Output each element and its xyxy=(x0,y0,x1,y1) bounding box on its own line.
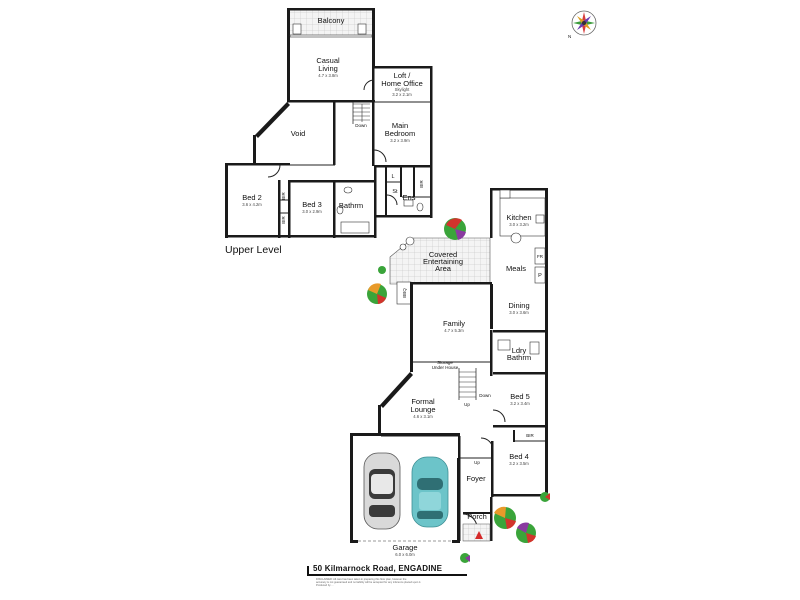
fixture-label-l: L xyxy=(391,174,394,180)
fixture-label-bbq: BBQ xyxy=(402,288,407,298)
stair-label-down: Down xyxy=(479,393,491,398)
fixture-label-bir: BIR xyxy=(281,216,286,224)
room-dims-family: 4.7 x 5.3m xyxy=(444,328,464,333)
upper-level-plan xyxy=(225,8,433,238)
plant-icon xyxy=(399,236,415,251)
fixture-label-bir: BIR xyxy=(526,433,534,438)
room-label-bed5: Bed 5 xyxy=(510,392,530,401)
room-dims-bed4: 3.2 x 3.5m xyxy=(509,461,529,466)
room-label-porch: Porch xyxy=(467,512,487,521)
fixture-label-bir: BIR xyxy=(419,180,424,188)
room-label-kitchen: Kitchen xyxy=(506,213,531,222)
car-teal-icon xyxy=(411,456,449,528)
room-dims-bed2: 3.6 x 4.2m xyxy=(242,202,262,207)
disclaimer-line: DISCLAIMER: All care has been taken in p… xyxy=(316,578,407,581)
tree-icon xyxy=(444,218,466,240)
stair-label-up: Up xyxy=(474,460,480,465)
plant-icon xyxy=(540,492,550,502)
room-dims-formal-lounge: 4.6 x 3.1m xyxy=(413,414,433,419)
room-dims-bed5: 3.2 x 3.4m xyxy=(510,401,530,406)
room-label-storage: Storage xyxy=(437,360,453,365)
stair-label-down: Down xyxy=(355,123,367,128)
room-label-loft-2: Home Office xyxy=(381,79,423,88)
tree-icon xyxy=(494,506,516,529)
room-label-garage: Garage xyxy=(392,543,417,552)
room-label-bed4: Bed 4 xyxy=(509,452,529,461)
room-label-foyer: Foyer xyxy=(466,474,486,483)
plant-icon xyxy=(378,266,386,274)
entry-marker-icon xyxy=(475,531,483,539)
svg-text:N: N xyxy=(568,34,571,39)
plant-icon xyxy=(460,553,470,563)
room-note-loft: Skylight xyxy=(395,87,410,92)
room-label-ldry-2: Bathrm xyxy=(507,353,531,362)
room-label-casual-living-2: Living xyxy=(318,64,338,73)
room-label-main-bedroom: Main xyxy=(392,121,408,130)
disclaimer-text: DISCLAIMER: All care has been taken in p… xyxy=(316,578,466,588)
room-label-family: Family xyxy=(443,319,465,328)
room-label-bed2: Bed 2 xyxy=(242,193,262,202)
room-label-formal-lounge: Formal xyxy=(411,397,435,406)
room-label-covered-entertaining-2: Entertaining xyxy=(423,257,463,266)
fixture-label-fr: FR xyxy=(537,254,544,259)
room-dims-main-bedroom: 3.2 x 3.9m xyxy=(390,138,410,143)
tree-icon xyxy=(367,283,387,304)
room-label-bed3: Bed 3 xyxy=(302,200,322,209)
fixture-label-st: St xyxy=(392,189,398,195)
fixture-label-bir: BIR xyxy=(281,192,286,200)
property-address: 50 Kilmarnock Road, ENGADINE xyxy=(313,564,443,573)
room-label-covered-entertaining: Covered xyxy=(429,250,457,259)
room-label-covered-entertaining-3: Area xyxy=(435,264,452,273)
room-label-dining: Dining xyxy=(508,301,529,310)
disclaimer-line: accuracy is not guaranteed and no liabil… xyxy=(316,581,422,585)
room-dims-bed3: 3.0 x 2.9m xyxy=(302,209,322,214)
stair-label-up: Up xyxy=(464,402,470,407)
room-label-casual-living: Casual xyxy=(316,56,340,65)
disclaimer-line: Produced by ... xyxy=(316,584,334,588)
room-dims-garage: 6.0 x 6.0m xyxy=(395,552,415,557)
room-dims-loft: 3.2 x 2.1m xyxy=(392,92,412,97)
upper-level-label: Upper Level xyxy=(225,244,282,256)
room-label-bathroom: Bathrm xyxy=(339,201,363,210)
address-underline xyxy=(307,574,467,576)
room-dims-casual-living: 4.7 x 3.8m xyxy=(318,73,338,78)
room-label-ldry: Ldry xyxy=(512,346,527,355)
room-label-formal-lounge-2: Lounge xyxy=(410,405,435,414)
address-bar-tick xyxy=(307,566,309,575)
compass-icon: N xyxy=(568,10,597,39)
room-label-loft: Loft / xyxy=(394,71,412,80)
room-label-balcony: Balcony xyxy=(318,16,345,25)
room-label-storage-2: Under House xyxy=(432,365,459,370)
ground-level-plan xyxy=(350,188,548,543)
tree-icon xyxy=(516,522,536,543)
room-label-ens: Ens xyxy=(403,193,416,202)
room-label-main-bedroom-2: Bedroom xyxy=(385,129,415,138)
room-label-void: Void xyxy=(291,129,306,138)
room-dims-dining: 3.0 x 3.6m xyxy=(509,310,529,315)
room-dims-kitchen: 3.0 x 3.2m xyxy=(509,222,529,227)
fixture-label-p: P xyxy=(538,273,542,279)
room-label-meals: Meals xyxy=(506,264,526,273)
car-white-icon xyxy=(363,452,401,530)
